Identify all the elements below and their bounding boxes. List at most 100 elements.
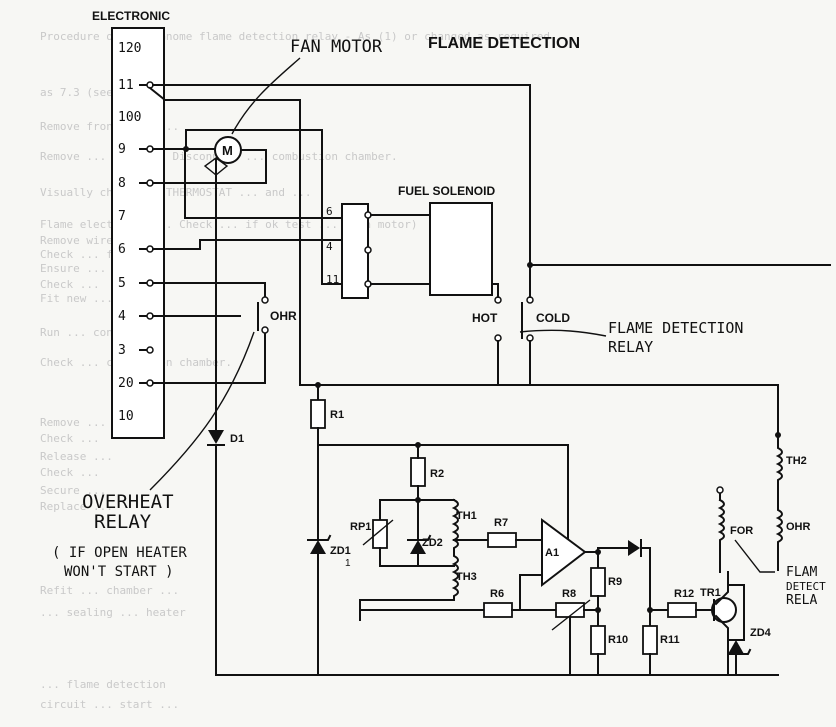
zener-zd2 (410, 540, 426, 554)
ghost-line: Visually check ... THERMOSTAT ... and ..… (40, 186, 312, 199)
ghost-line: Check ... (40, 278, 100, 291)
cold-label: COLD (536, 311, 570, 325)
ohr-coil-label: OHR (786, 521, 811, 533)
wire-ground-rail (215, 444, 779, 676)
terminal-label: 6 (118, 242, 126, 257)
tr1-label: TR1 (700, 587, 721, 599)
thermistor-th2-and-ohr (775, 434, 783, 571)
terminal-label: 11 (118, 78, 134, 93)
terminal-label: 7 (118, 209, 126, 224)
th3-label: TH3 (456, 571, 477, 583)
th1-label: TH1 (456, 510, 477, 522)
wire-terminal-11-feed (148, 86, 779, 436)
potentiometer-rp1 (372, 519, 388, 549)
r2-label: R2 (430, 468, 444, 480)
r8-label: R8 (562, 588, 576, 600)
terminal-label: 10 (118, 409, 134, 424)
terminal-label: 20 (118, 376, 134, 391)
relay-coil-for (717, 498, 725, 573)
zd2-label: ZD2 (422, 537, 443, 549)
flame-relay-callout-2: RELAY (608, 338, 653, 356)
solenoid-contact (364, 246, 372, 254)
wire-terminal-6 (152, 239, 343, 250)
wire-terminal-8 (152, 149, 267, 184)
ghost-line: Check ... (40, 432, 100, 445)
fuel-solenoid-title: FUEL SOLENOID (398, 184, 495, 198)
electronic-terminal-block (111, 27, 165, 439)
terminal-label: 4 (118, 309, 126, 324)
wire-terminal-5 (152, 282, 266, 298)
wire-terminal-11 (152, 84, 531, 266)
for-label: FOR (730, 525, 753, 537)
flame-relay-callout-1: FLAME DETECTION (608, 319, 743, 337)
ohr-relay-label: OHR (270, 309, 297, 323)
wire-supply-rail (317, 444, 569, 561)
r10-label: R10 (608, 634, 628, 646)
electronic-block-title: ELECTRONIC (92, 9, 170, 23)
terminal-label: 100 (118, 110, 141, 125)
terminal-label: 9 (118, 142, 126, 157)
opamp-a1 (541, 518, 587, 588)
ghost-line: Fit new ... (40, 292, 113, 305)
ghost-line: Secure ... (40, 484, 106, 497)
r1-label: R1 (330, 409, 344, 421)
overheat-note-1: ( IF OPEN HEATER (52, 545, 187, 561)
terminal-label: 3 (118, 343, 126, 358)
r11-label: R11 (660, 634, 680, 646)
diode-d1 (208, 430, 224, 444)
fuel-solenoid-terminal-block (341, 203, 369, 299)
flame-relay-leader (519, 329, 607, 337)
ohr-contact (261, 296, 269, 304)
ghost-line: ... flame detection (40, 678, 166, 691)
zd4-label: ZD4 (750, 627, 772, 639)
flam-callout-2: DETECT (786, 580, 826, 593)
terminal-3-contact (146, 346, 154, 354)
zd1-label: ZD1 (330, 545, 351, 557)
overheat-note-2: WON'T START ) (64, 564, 174, 580)
r9-label: R9 (608, 576, 622, 588)
r6-label: R6 (490, 588, 504, 600)
resistor-r9 (590, 567, 606, 597)
th2-label: TH2 (786, 455, 807, 467)
overheat-callout-1: OVERHEAT (82, 491, 174, 513)
terminal-label: 8 (118, 176, 126, 191)
fan-motor-symbol: M (222, 143, 233, 158)
flam-callout-1: FLAM (786, 565, 817, 580)
resistor-r11 (642, 625, 658, 655)
terminal-labels: 120 11 100 9 8 7 6 5 4 3 20 10 (118, 41, 141, 424)
wire-fan-to-solenoid (185, 129, 343, 285)
rp1-arrow (362, 519, 394, 546)
overheat-callout-2: RELAY (94, 511, 152, 533)
ghost-line: circuit ... start ... (40, 698, 179, 711)
fan-motor-leader (231, 57, 301, 135)
flame-detection-title: FLAME DETECTION (428, 35, 580, 52)
ghost-line: Refit ... chamber ... (40, 584, 179, 597)
ghost-line: Release ... (40, 450, 113, 463)
ghost-line: Procedure on Baby Gnome flame detection … (40, 30, 550, 43)
terminal-label: 5 (118, 276, 126, 291)
overheat-leader (149, 331, 255, 491)
terminal-label: 120 (118, 41, 141, 56)
ghost-line: Ensure ... (40, 262, 106, 275)
a1-label: A1 (545, 547, 559, 559)
zener-zd4 (728, 640, 744, 654)
thermistors-th1-th3 (359, 498, 459, 621)
ghost-line: ... sealing ... heater (40, 606, 186, 619)
solenoid-terminal-label: 11 (326, 273, 339, 286)
r7-label: R7 (494, 517, 508, 529)
ghost-line: Check ... (40, 466, 100, 479)
resistor-r2 (410, 457, 426, 487)
resistor-r1 (310, 399, 326, 429)
wire-terminal-20 (152, 332, 266, 384)
transistor-tr1 (711, 597, 737, 623)
zd1-sub-label: 1 (345, 558, 351, 569)
resistor-r12 (667, 602, 697, 618)
ghost-line: Replace ... (40, 500, 113, 513)
solenoid-terminal-label: 6 (326, 205, 333, 218)
resistor-r7 (487, 532, 517, 548)
resistor-r10 (590, 625, 606, 655)
fan-motor-callout: FAN MOTOR (290, 37, 383, 57)
fuel-solenoid-coil (429, 202, 493, 296)
